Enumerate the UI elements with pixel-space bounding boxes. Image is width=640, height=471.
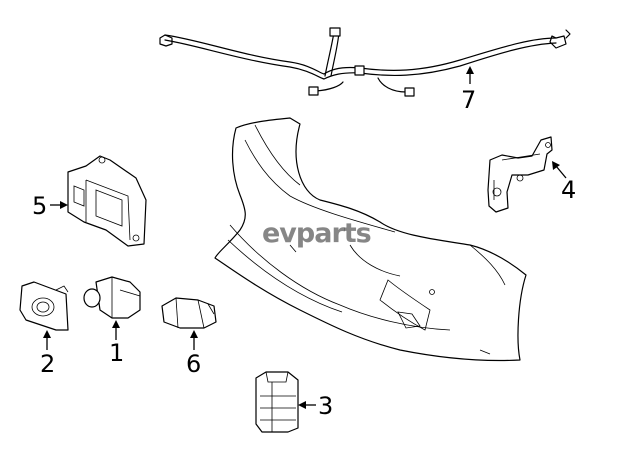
sensor-retainer-part-2[interactable] bbox=[19, 281, 69, 331]
watermark: evparts bbox=[262, 218, 372, 249]
callout-5: 5 bbox=[32, 192, 48, 220]
control-module-part-5[interactable] bbox=[67, 155, 147, 247]
bracket-part-4[interactable] bbox=[487, 136, 553, 213]
wire-harness-part-7[interactable] bbox=[159, 27, 571, 97]
callout-3: 3 bbox=[318, 392, 334, 420]
clip-part-3[interactable] bbox=[255, 371, 299, 433]
parking-sensor-part-1[interactable] bbox=[83, 276, 141, 319]
leader-lines bbox=[43, 66, 567, 409]
front-bumper-cover bbox=[214, 117, 527, 362]
callout-7: 7 bbox=[461, 86, 477, 114]
callout-4: 4 bbox=[561, 176, 577, 204]
callout-1: 1 bbox=[109, 339, 125, 367]
callout-6: 6 bbox=[186, 350, 202, 378]
sensor-part-6[interactable] bbox=[161, 297, 217, 329]
callout-2: 2 bbox=[40, 350, 56, 378]
